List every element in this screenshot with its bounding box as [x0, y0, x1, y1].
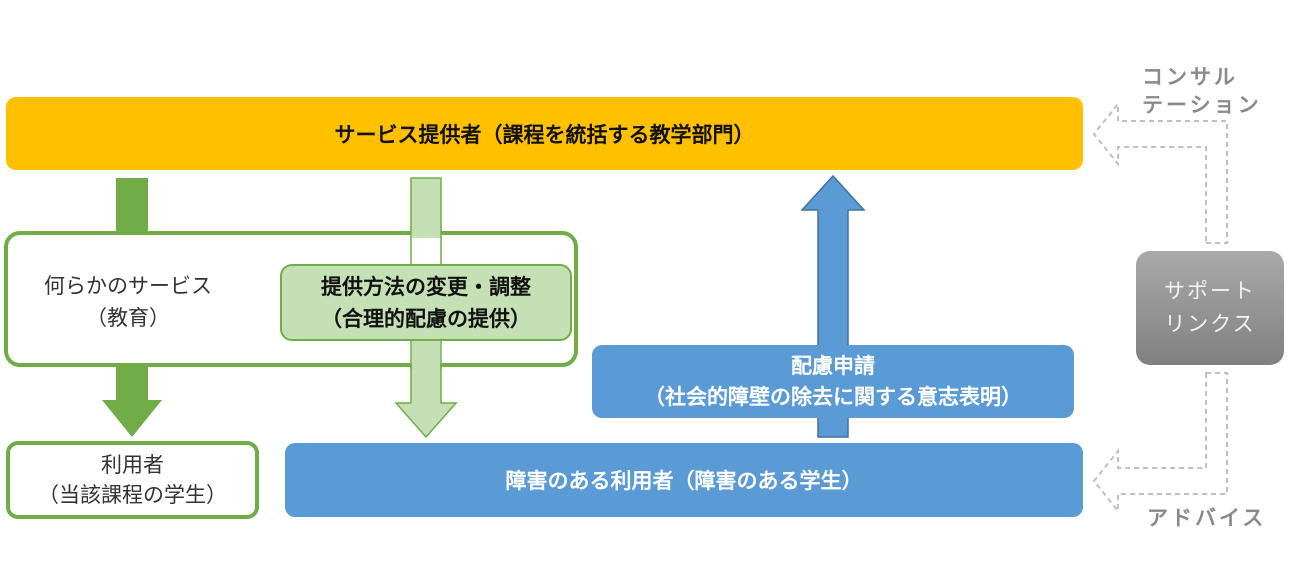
disabled-user-box: 障害のある利用者（障害のある学生）: [285, 443, 1083, 517]
advice-label: アドバイス: [1147, 504, 1287, 532]
user-line2: （当該課程の学生）: [38, 483, 227, 507]
advice-text: アドバイス: [1147, 506, 1267, 530]
consultation-line1: コンサル: [1142, 65, 1238, 89]
request-line2: （社会的障壁の除去に関する意志表明）: [644, 384, 1022, 409]
service-text: 何らかのサービス （教育）: [12, 268, 244, 336]
support-links-box: サポート リンクス: [1136, 251, 1284, 365]
service-provider-box: サービス提供者（課程を統括する教学部門）: [6, 97, 1083, 170]
service-flow-arrow-top: [116, 178, 148, 231]
service-line2: （教育）: [86, 306, 170, 330]
service-flow-arrow-bottom: [102, 367, 162, 437]
consultation-arrow: [1092, 101, 1228, 244]
service-line1: 何らかのサービス: [44, 274, 212, 298]
adjustment-line1: 提供方法の変更・調整: [321, 274, 531, 299]
service-provider-label: サービス提供者（課程を統括する教学部門）: [334, 122, 755, 147]
support-line1: サポート: [1164, 279, 1256, 303]
support-line2: リンクス: [1164, 312, 1256, 336]
adjustment-box: 提供方法の変更・調整 （合理的配慮の提供）: [280, 264, 572, 341]
consultation-label: コンサル テーション: [1142, 63, 1292, 119]
advice-arrow: [1092, 372, 1228, 514]
request-line1: 配慮申請: [791, 353, 875, 378]
adjustment-line2: （合理的配慮の提供）: [321, 306, 531, 331]
request-box: 配慮申請 （社会的障壁の除去に関する意志表明）: [592, 345, 1074, 418]
user-line1: 利用者: [101, 453, 164, 477]
consultation-line2: テーション: [1142, 93, 1262, 117]
user-box: 利用者 （当該課程の学生）: [6, 441, 259, 519]
disabled-user-label: 障害のある利用者（障害のある学生）: [505, 469, 863, 493]
